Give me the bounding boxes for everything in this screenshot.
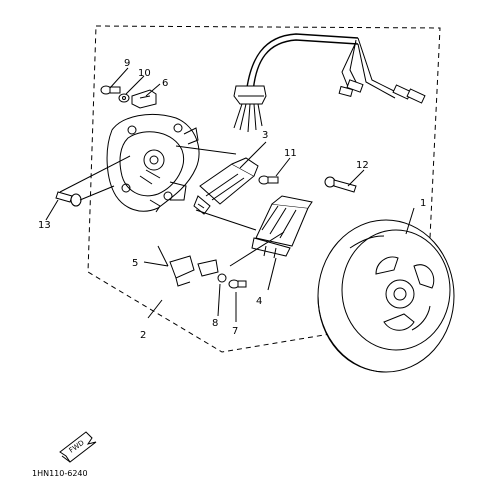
callout-9: 9: [124, 58, 130, 69]
callout-2: 2: [140, 330, 146, 341]
callout-7: 7: [232, 326, 238, 337]
coil-part-3: [193, 157, 259, 215]
callout-12: 12: [356, 160, 369, 171]
coil-part-4: [251, 195, 313, 259]
clamp-part-6: [131, 89, 157, 109]
callout-6: 6: [162, 78, 168, 89]
screw-part-7: [228, 279, 247, 289]
washer-part-8: [217, 273, 227, 283]
part-code: 1HN110-6240: [32, 469, 88, 478]
stator-base-plate: [106, 113, 200, 213]
callout-1: 1: [420, 198, 426, 209]
callout-4: 4: [256, 296, 262, 307]
screw-part-12: [324, 176, 357, 193]
wire-harness: [233, 33, 426, 133]
screw-part-9: [100, 85, 121, 95]
screw-part-13: [55, 191, 82, 207]
flywheel-rotor-part-1: [317, 219, 455, 373]
washer-part-10: [118, 93, 130, 103]
fwd-arrow-icon: FWD: [59, 431, 97, 463]
callout-leaders: [45, 67, 415, 322]
callout-5: 5: [132, 258, 138, 269]
screw-part-11: [258, 175, 279, 185]
callout-3: 3: [262, 130, 268, 141]
callout-8: 8: [212, 318, 218, 329]
pickup-coil-part-5: [169, 255, 219, 287]
callout-13: 13: [38, 220, 51, 231]
callout-10: 10: [138, 68, 151, 79]
callout-11: 11: [284, 148, 297, 159]
